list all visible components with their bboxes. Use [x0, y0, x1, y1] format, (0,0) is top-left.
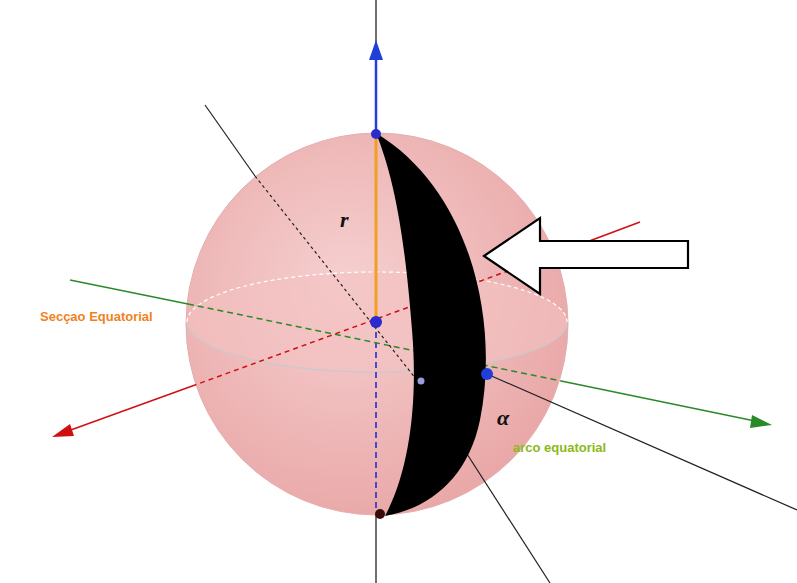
arc-label: arco equatorial — [513, 441, 606, 455]
x-axis-dashed — [195, 252, 560, 385]
angle-label: α — [497, 406, 509, 430]
pointer-arrow — [484, 218, 688, 294]
radius-label: r — [340, 208, 349, 232]
point — [481, 368, 493, 380]
meridian-line — [205, 105, 255, 176]
z-axis-dashed — [375, 322, 377, 512]
radius-line — [375, 133, 378, 322]
meridian-line — [487, 374, 797, 510]
z-axis — [375, 515, 376, 583]
x-axis — [68, 385, 195, 431]
axis-arrow — [375, 58, 378, 133]
section-label: Secçao Equatorial — [40, 310, 153, 324]
spherical-wedge — [376, 133, 486, 516]
point — [370, 316, 382, 328]
point — [371, 129, 381, 139]
meridian-line-dashed — [255, 176, 420, 384]
equator-front — [187, 322, 567, 372]
point — [418, 378, 425, 385]
y-axis — [566, 382, 755, 421]
y-axis-dashed — [188, 304, 566, 382]
point — [375, 509, 385, 519]
z-axis — [375, 0, 376, 133]
sphere — [186, 133, 568, 515]
y-axis — [70, 280, 188, 304]
arrowhead — [52, 424, 74, 437]
arrowhead — [750, 415, 772, 428]
arrowhead — [369, 40, 383, 60]
